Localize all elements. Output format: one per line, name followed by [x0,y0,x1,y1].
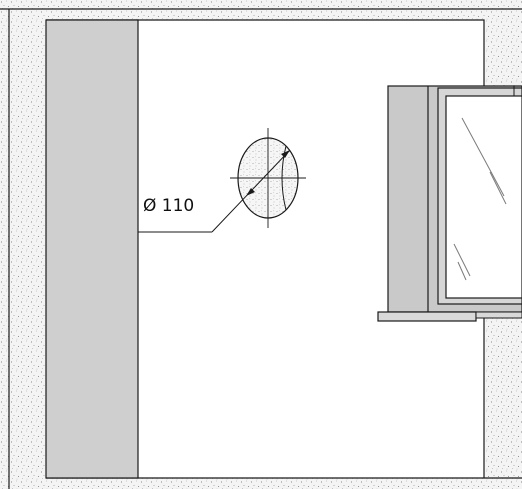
glass-reflection [453,117,507,281]
diameter-dimension: Ø 110 [138,149,291,233]
duct-opening [230,128,306,228]
wall-outlines [0,8,522,489]
arrowhead-lower [246,188,255,196]
window-sill [377,311,477,322]
diameter-label: Ø 110 [143,196,194,216]
sill-profile [475,311,522,319]
window [377,85,522,322]
masonry-bottom [0,478,522,489]
masonry-right-lower [484,318,522,489]
masonry-right-upper [484,20,522,86]
insulation-column [45,19,139,479]
masonry-top [0,0,522,20]
window-glass [445,95,522,299]
masonry-left [0,0,46,489]
arrowhead-upper [281,150,290,158]
